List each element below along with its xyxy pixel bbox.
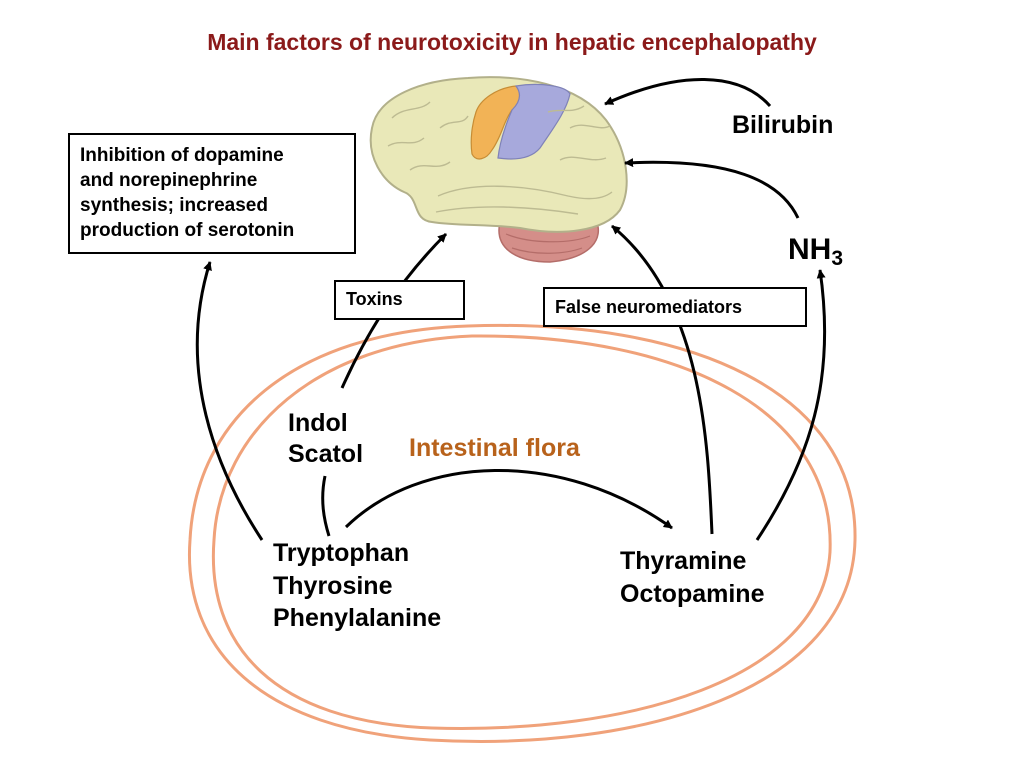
arrow-tryptophan-to-amines <box>344 469 673 530</box>
phenylalanine-label: Phenylalanine <box>273 604 442 632</box>
brain-icon <box>369 76 628 263</box>
tryptophan-label: Tryptophan <box>273 539 410 567</box>
nh3-subscript: 3 <box>831 246 844 270</box>
arrow-amines-to-brain <box>611 224 714 535</box>
indol-label: Indol <box>288 409 348 437</box>
nh3-label: NH3 <box>788 232 843 271</box>
intestinal-flora-label: Intestinal flora <box>409 434 580 462</box>
amino-acids-label: Tryptophan Thyrosine Phenylalanine <box>273 537 441 635</box>
toxins-box: Toxins <box>334 280 465 320</box>
amines-label: Thyramine Octopamine <box>620 545 764 610</box>
inhibition-line-3: synthesis; increased <box>80 195 268 217</box>
bilirubin-label: Bilirubin <box>732 111 834 139</box>
nh3-base: NH <box>788 233 832 266</box>
inhibition-line-4: production of serotonin <box>80 220 295 242</box>
arrow-nh3-from-amines <box>755 269 827 541</box>
inhibition-line-1: Inhibition of dopamine <box>80 145 284 166</box>
intestinal-flora-outline <box>187 323 857 743</box>
arrow-amino-acids-to-inhibition <box>195 261 264 541</box>
thyrosine-label: Thyrosine <box>273 571 393 600</box>
thyramine-label: Thyramine <box>620 547 747 575</box>
diagram-title: Main factors of neurotoxicity in hepatic… <box>207 29 817 55</box>
line-scatol-to-tryptophan <box>321 475 331 537</box>
false-neuromediators-label: False neuromediators <box>555 297 743 317</box>
scatol-label: Scatol <box>288 439 364 468</box>
arrow-bilirubin-to-brain <box>604 78 772 107</box>
toxins-label: Toxins <box>346 289 403 309</box>
arrow-nh3-to-brain <box>624 158 800 219</box>
inhibition-line-2: and norepinephrine <box>80 170 258 192</box>
octopamine-label: Octopamine <box>620 579 765 608</box>
false-neuromediators-box: False neuromediators <box>543 287 807 327</box>
indol-scatol-label: Indol Scatol <box>288 408 363 469</box>
inhibition-box: Inhibition of dopamine and norepinephrin… <box>68 133 356 254</box>
